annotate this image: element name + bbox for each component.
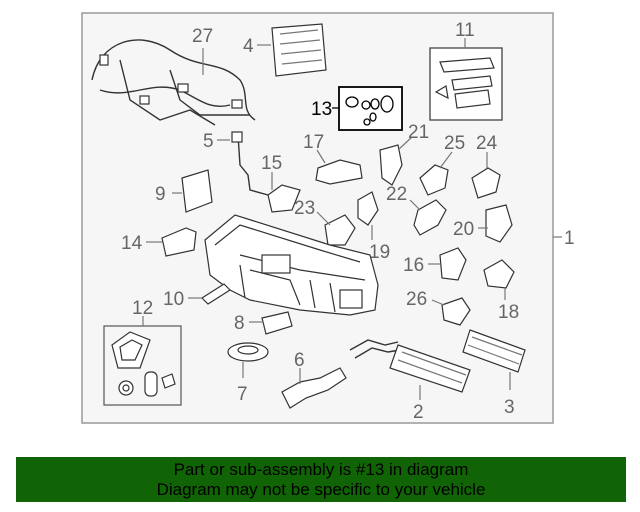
cabin-filter-part[interactable] — [434, 57, 495, 109]
heater-core-part[interactable] — [349, 339, 471, 393]
actuator-19-part[interactable] — [357, 191, 379, 226]
callout-15: 15 — [261, 153, 282, 174]
callout-1: 1 — [564, 228, 575, 249]
callout-22: 22 — [386, 184, 407, 205]
blower-motor-part[interactable] — [227, 342, 269, 362]
banner-disclaimer: Diagram may not be specific to your vehi… — [156, 480, 486, 499]
callout-10: 10 — [163, 289, 184, 310]
actuator-20-part[interactable] — [485, 204, 513, 243]
callout-13: 13 — [311, 99, 332, 120]
blower-parts-12[interactable] — [111, 331, 176, 397]
actuator-22-part[interactable] — [413, 199, 447, 236]
seal-10-part[interactable] — [201, 283, 231, 305]
callout-24: 24 — [476, 133, 498, 154]
wiring-harness-part[interactable] — [91, 39, 256, 126]
callout-5: 5 — [203, 131, 214, 152]
callout-25: 25 — [444, 133, 465, 154]
callout-4: 4 — [243, 36, 254, 57]
evaporator-core-part[interactable] — [271, 23, 327, 77]
callout-2: 2 — [413, 402, 424, 423]
callout-9: 9 — [155, 184, 166, 205]
callout-17: 17 — [303, 132, 324, 153]
banner-part-info: Part or sub-assembly is #13 in diagram — [173, 460, 469, 479]
sensor-part[interactable] — [237, 134, 269, 196]
actuator-21-part[interactable] — [379, 144, 403, 186]
callout-16: 16 — [403, 255, 424, 276]
callout-26: 26 — [406, 289, 427, 310]
filter-9-part[interactable] — [181, 169, 213, 213]
callout-19: 19 — [369, 242, 390, 263]
seal-8-part[interactable] — [261, 311, 293, 335]
seal-kit-part[interactable] — [345, 95, 394, 126]
callout-14: 14 — [121, 233, 143, 254]
callout-21: 21 — [408, 122, 429, 143]
callout-8: 8 — [234, 313, 245, 334]
callout-18: 18 — [498, 302, 519, 323]
parts-diagram: 1 27 4 11 13 5 17 21 — [81, 12, 575, 424]
callout-20: 20 — [453, 219, 474, 240]
callout-6: 6 — [294, 350, 305, 371]
actuator-18-part[interactable] — [483, 259, 515, 289]
actuator-17-part[interactable] — [315, 159, 363, 185]
radiator-part-3[interactable] — [462, 329, 526, 373]
actuator-25-part[interactable] — [419, 164, 449, 196]
callout-27: 27 — [192, 26, 213, 47]
callout-23: 23 — [294, 198, 315, 219]
duct-6-part[interactable] — [281, 367, 347, 409]
actuator-16-part[interactable] — [439, 247, 467, 281]
info-banner: Part or sub-assembly is #13 in diagram D… — [16, 457, 626, 502]
actuator-23-part[interactable] — [324, 214, 356, 246]
actuator-24-part[interactable] — [471, 167, 501, 199]
callout-7: 7 — [237, 384, 248, 405]
callout-3: 3 — [504, 397, 515, 418]
callout-12: 12 — [132, 298, 153, 319]
actuator-26-part[interactable] — [441, 297, 471, 326]
bracket-15-part[interactable] — [267, 184, 301, 213]
callout-11: 11 — [455, 20, 475, 41]
duct-14-part[interactable] — [161, 227, 197, 257]
